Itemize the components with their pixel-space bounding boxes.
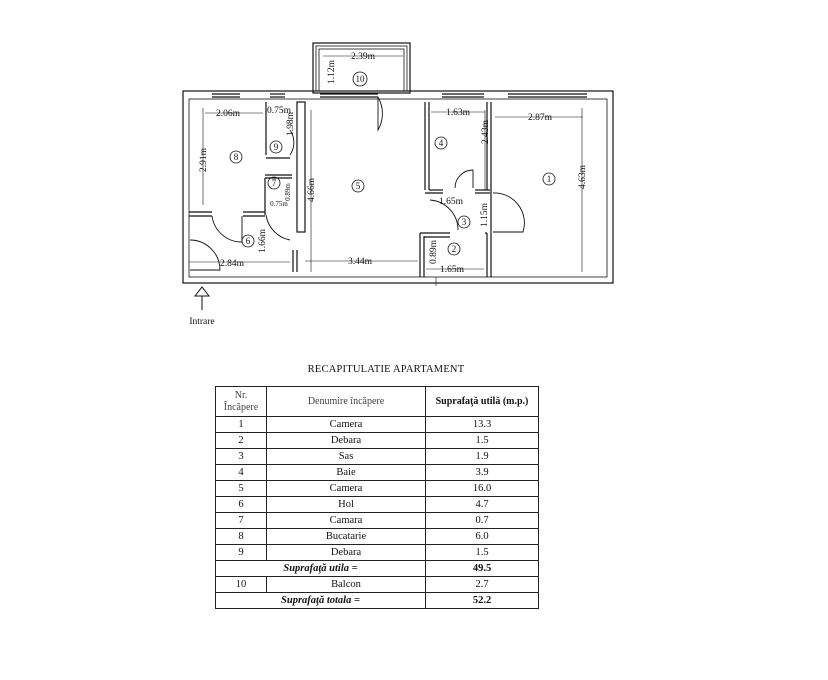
dim-r1-width: 2.87m bbox=[528, 113, 553, 123]
dim-balcony-depth: 1.12m bbox=[327, 59, 337, 84]
dim-r7-width: 0.75m bbox=[270, 200, 288, 208]
cell-area: 1.9 bbox=[425, 448, 539, 465]
dim-r3-length: 1.15m bbox=[480, 202, 490, 227]
cell-name: Sas bbox=[266, 448, 426, 465]
cell-nr: 8 bbox=[215, 528, 267, 545]
cell-area: 6.0 bbox=[425, 528, 539, 545]
svg-text:5: 5 bbox=[356, 181, 361, 191]
room-marker-5: 5 bbox=[351, 179, 365, 193]
dim-r1-length: 4.63m bbox=[578, 164, 588, 189]
dim-r4-width: 1.63m bbox=[446, 108, 471, 118]
header-area: Suprafaţă utilă (m.p.) bbox=[425, 386, 539, 417]
total-row: Suprafaţă totala = 52.2 bbox=[215, 592, 539, 609]
dim-r2-length: 0.89m bbox=[429, 239, 439, 264]
cell-name: Debara bbox=[266, 544, 426, 561]
dim-r4-length: 2.43m bbox=[481, 119, 491, 144]
dim-r6-length: 1.66m bbox=[258, 228, 268, 253]
entrance-label: Intrare bbox=[189, 317, 214, 327]
cell-nr: 6 bbox=[215, 496, 267, 513]
dim-r6-width: 2.84m bbox=[220, 259, 245, 269]
cell-name: Camara bbox=[266, 512, 426, 529]
svg-text:8: 8 bbox=[234, 152, 239, 162]
cell-nr: 4 bbox=[215, 464, 267, 481]
cell-name: Debara bbox=[266, 432, 426, 449]
dim-r7-length: 0.89m bbox=[284, 183, 292, 201]
entrance-arrow bbox=[193, 286, 211, 310]
room-marker-4: 4 bbox=[434, 136, 448, 150]
room-marker-9: 9 bbox=[269, 140, 283, 154]
dim-r8-length: 2.91m bbox=[199, 147, 209, 172]
dim-r5-length: 4.66m bbox=[307, 177, 317, 202]
room-marker-7: 7 bbox=[267, 176, 281, 190]
walls bbox=[182, 42, 614, 284]
room-marker-10: 10 bbox=[352, 71, 368, 87]
dim-r3-width: 1.65m bbox=[439, 197, 464, 207]
dim-r9-width: 0.75m bbox=[267, 106, 292, 116]
room-marker-2: 2 bbox=[447, 242, 461, 256]
room-marker-8: 8 bbox=[229, 150, 243, 164]
cell-area: 1.5 bbox=[425, 432, 539, 449]
floor-plan: 2.39m 1.12m 2.06m 0.75m 1.98m 2.91m 0.75… bbox=[182, 42, 614, 327]
table-header: Nr.Încăpere Denumire încăpere Suprafaţă … bbox=[215, 386, 539, 417]
cell-name: Bucatarie bbox=[266, 528, 426, 545]
cell-area: 4.7 bbox=[425, 496, 539, 513]
svg-text:9: 9 bbox=[274, 142, 279, 152]
svg-text:3: 3 bbox=[462, 217, 467, 227]
cell-nr: 2 bbox=[215, 432, 267, 449]
svg-text:10: 10 bbox=[356, 74, 366, 84]
cell-nr: 9 bbox=[215, 544, 267, 561]
svg-text:1: 1 bbox=[547, 174, 552, 184]
dim-balcony-width: 2.39m bbox=[351, 52, 376, 62]
summary-table: Nr.Încăpere Denumire încăpere Suprafaţă … bbox=[215, 386, 539, 609]
room-markers: 1 2 3 4 5 6 7 8 9 10 bbox=[229, 71, 556, 256]
dim-r2-width: 1.65m bbox=[440, 265, 465, 275]
cell-area: 16.0 bbox=[425, 480, 539, 497]
cell-name: Hol bbox=[266, 496, 426, 513]
dim-r9-length: 1.98m bbox=[286, 111, 296, 136]
svg-text:6: 6 bbox=[246, 236, 251, 246]
balcony-row: 10 Balcon 2.7 bbox=[215, 576, 539, 593]
cell-area: 13.3 bbox=[425, 416, 539, 433]
cell-nr: 3 bbox=[215, 448, 267, 465]
dimension-lines bbox=[189, 55, 583, 286]
cell-area: 1.5 bbox=[425, 544, 539, 561]
dim-r8-width: 2.06m bbox=[216, 109, 241, 119]
svg-text:4: 4 bbox=[439, 138, 444, 148]
cell-area: 3.9 bbox=[425, 464, 539, 481]
header-name: Denumire încăpere bbox=[266, 386, 426, 417]
svg-text:2: 2 bbox=[452, 244, 457, 254]
cell-nr: 1 bbox=[215, 416, 267, 433]
header-nr: Nr.Încăpere bbox=[215, 386, 267, 417]
doors bbox=[189, 96, 525, 271]
cell-name: Baie bbox=[266, 464, 426, 481]
room-marker-6: 6 bbox=[241, 234, 255, 248]
svg-text:7: 7 bbox=[272, 178, 277, 188]
room-marker-3: 3 bbox=[457, 215, 471, 229]
summary-title: RECAPITULATIE APARTAMENT bbox=[307, 364, 465, 375]
cell-nr: 5 bbox=[215, 480, 267, 497]
cell-name: Camera bbox=[266, 480, 426, 497]
dim-r5-width: 3.44m bbox=[348, 257, 373, 267]
room-marker-1: 1 bbox=[542, 172, 556, 186]
cell-nr: 7 bbox=[215, 512, 267, 529]
subtotal-row: Suprafaţă utila = 49.5 bbox=[215, 560, 539, 577]
cell-name: Camera bbox=[266, 416, 426, 433]
cell-area: 0.7 bbox=[425, 512, 539, 529]
